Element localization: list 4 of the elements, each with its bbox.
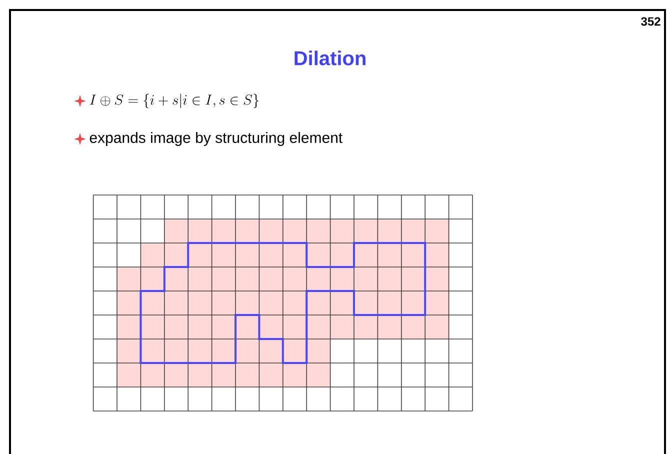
- bullet-text: expands image by structuring element: [90, 132, 343, 146]
- bullet-text: $I \oplus S = \{i + s | i \in I, s \in S\}$: [90, 94, 259, 108]
- page-number: 352: [641, 17, 660, 26]
- title: Dilation: [294, 50, 366, 66]
